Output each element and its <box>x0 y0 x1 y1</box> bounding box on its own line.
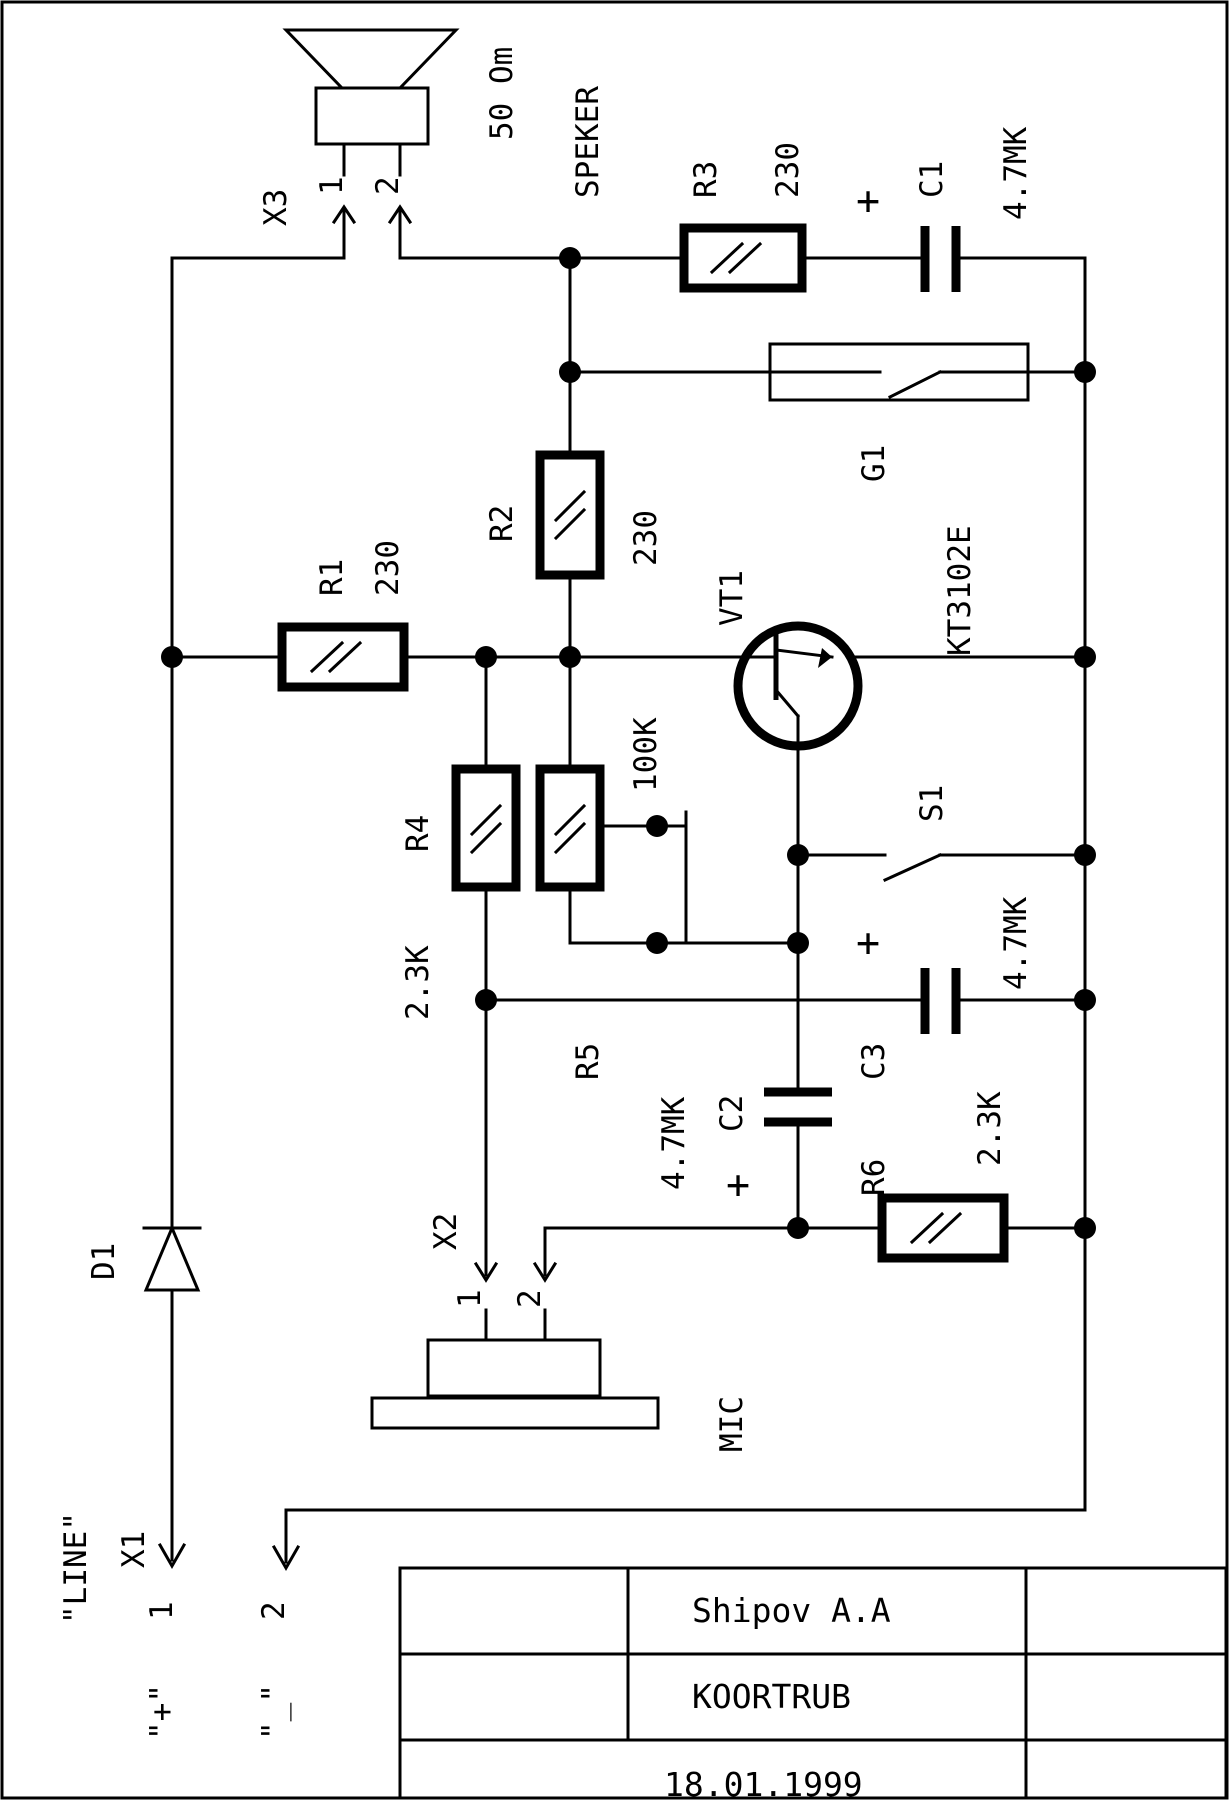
resistor-r1 <box>277 622 409 692</box>
microphone-symbol <box>370 1338 660 1430</box>
label-r5-ref: R5 <box>570 1043 606 1080</box>
label-x1-ref: X1 <box>116 1531 152 1568</box>
label-x1-plus: "+" <box>144 1684 180 1740</box>
label-x1-pin1: 1 <box>144 1601 180 1620</box>
label-d1-ref: D1 <box>86 1243 122 1280</box>
resistor-r2 <box>535 450 605 580</box>
label-c3-ref: C3 <box>856 1043 892 1080</box>
label-vt1-ref: VT1 <box>714 570 750 626</box>
resistor-r4 <box>451 764 521 892</box>
label-r6-value: 2.3K <box>972 1091 1008 1166</box>
label-r1-value: 230 <box>370 540 406 596</box>
connector-arrows <box>157 204 558 1572</box>
label-r4-value: 2.3K <box>400 945 436 1020</box>
switch-s1 <box>883 853 942 882</box>
component-labels: 50 Om SPEKER 1 2 X3 R3 230 + C1 4.7MK G1… <box>58 47 1034 1740</box>
resistor-r3 <box>679 223 807 293</box>
title-block-author: Shipov A.A <box>692 1591 891 1630</box>
reed-switch-g1 <box>768 342 1030 402</box>
label-x3: X3 <box>258 189 294 226</box>
title-block: Shipov A.A KOORTRUB 18.01.1999 <box>398 1566 1228 1800</box>
label-r2-ref: R2 <box>484 505 520 542</box>
label-x2-ref: X2 <box>428 1213 464 1250</box>
label-c1-value: 4.7MK <box>998 126 1034 220</box>
label-x2-pin1: 1 <box>452 1289 488 1308</box>
label-x1-minus: "_" <box>256 1684 292 1740</box>
label-r4-ref: R4 <box>400 815 436 852</box>
label-line: "LINE" <box>58 1512 94 1624</box>
label-r3-value: 230 <box>770 142 806 198</box>
label-x2-pin2: 2 <box>512 1289 548 1308</box>
label-mic: MIC <box>714 1396 750 1452</box>
label-speaker-ref: SPEKER <box>570 86 606 198</box>
label-c1-polarity: + <box>856 178 880 224</box>
label-c3-polarity: + <box>856 920 880 966</box>
capacitor-c1 <box>920 226 961 292</box>
wires <box>170 208 1087 1564</box>
title-block-date: 18.01.1999 <box>664 1765 863 1800</box>
label-r3-ref: R3 <box>688 161 724 198</box>
transistor-vt1 <box>733 621 863 751</box>
label-vt1-value: KT3102E <box>942 525 978 656</box>
speaker-symbol <box>282 28 460 177</box>
capacitor-c3 <box>920 968 961 1034</box>
resistor-r5 <box>535 764 605 892</box>
title-block-name: KOORTRUB <box>692 1677 851 1716</box>
label-c2-value: 4.7MK <box>656 1096 692 1190</box>
junction-dots <box>161 247 1096 1239</box>
label-x1-pin2: 2 <box>256 1601 292 1620</box>
label-r5-value: 100K <box>628 717 664 792</box>
diode-d1 <box>142 1208 202 1292</box>
resistor-r6 <box>877 1193 1009 1263</box>
label-c1-ref: C1 <box>914 161 950 198</box>
label-c2-ref: C2 <box>714 1095 750 1132</box>
label-r6-ref: R6 <box>856 1159 892 1196</box>
label-r2-value: 230 <box>628 510 664 566</box>
label-c3-value: 4.7MK <box>998 896 1034 990</box>
label-c2-polarity: + <box>726 1162 750 1208</box>
label-x3-pin1: 1 <box>314 176 350 195</box>
capacitor-c2 <box>764 1087 832 1127</box>
label-s1-ref: S1 <box>914 785 950 822</box>
label-r1-ref: R1 <box>314 559 350 596</box>
label-g1-ref: G1 <box>856 445 892 482</box>
label-speaker-value: 50 Om <box>484 47 520 140</box>
label-x3-pin2: 2 <box>370 176 406 195</box>
